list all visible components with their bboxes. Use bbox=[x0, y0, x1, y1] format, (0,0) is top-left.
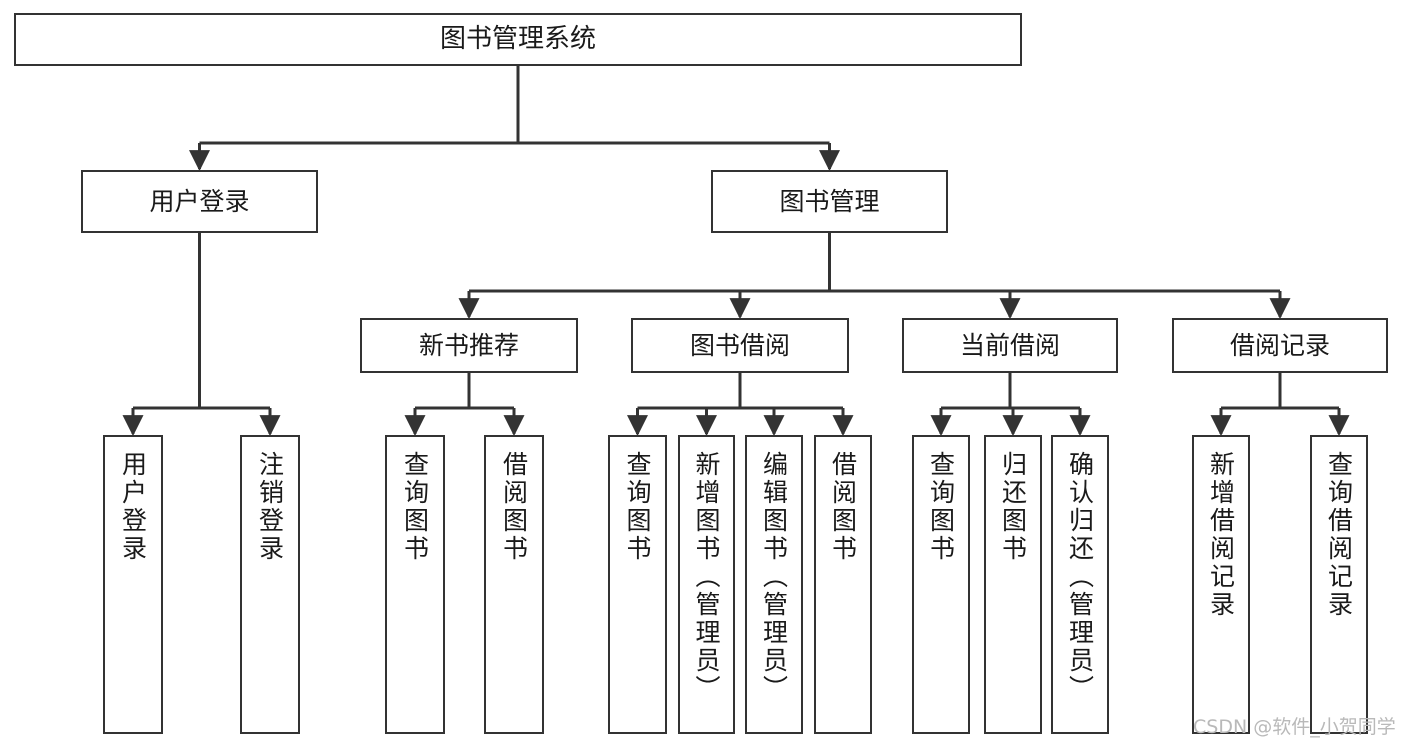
node-leaf-borrow-book-rec[interactable]: 借阅图书 bbox=[484, 435, 544, 734]
node-label: 编辑图书（管理员） bbox=[759, 451, 789, 703]
node-user-login[interactable]: 用户登录 bbox=[81, 170, 318, 233]
node-book-borrow[interactable]: 图书借阅 bbox=[631, 318, 849, 373]
node-label: 图书管理 bbox=[779, 186, 880, 216]
node-label: 新增借阅记录 bbox=[1206, 451, 1236, 619]
node-leaf-confirm-return-admin[interactable]: 确认归还（管理员） bbox=[1051, 435, 1109, 734]
node-label: 用户登录 bbox=[149, 186, 250, 216]
node-leaf-logout-login[interactable]: 注销登录 bbox=[240, 435, 300, 734]
node-leaf-query-book-cur[interactable]: 查询图书 bbox=[912, 435, 970, 734]
node-current-borrow[interactable]: 当前借阅 bbox=[902, 318, 1118, 373]
node-label: 查询图书 bbox=[926, 451, 956, 563]
node-root[interactable]: 图书管理系统 bbox=[14, 13, 1022, 66]
node-label: 图书借阅 bbox=[689, 330, 790, 360]
node-label: 查询图书 bbox=[400, 451, 430, 563]
node-label: 注销登录 bbox=[255, 451, 285, 563]
node-label: 图书管理系统 bbox=[439, 24, 596, 55]
node-leaf-add-borrow-record[interactable]: 新增借阅记录 bbox=[1192, 435, 1250, 734]
watermark-text: CSDN @软件_小贺同学 bbox=[1193, 716, 1396, 738]
node-leaf-query-book-borrow[interactable]: 查询图书 bbox=[608, 435, 667, 734]
node-label: 查询借阅记录 bbox=[1324, 451, 1354, 619]
node-leaf-return-book[interactable]: 归还图书 bbox=[984, 435, 1042, 734]
node-label: 确认归还（管理员） bbox=[1065, 451, 1095, 703]
node-label: 借阅记录 bbox=[1229, 330, 1330, 360]
node-borrow-record[interactable]: 借阅记录 bbox=[1172, 318, 1388, 373]
node-new-book-rec[interactable]: 新书推荐 bbox=[360, 318, 578, 373]
node-book-manage[interactable]: 图书管理 bbox=[711, 170, 948, 233]
node-label: 用户登录 bbox=[118, 451, 148, 563]
node-label: 借阅图书 bbox=[499, 451, 529, 563]
node-label: 当前借阅 bbox=[959, 330, 1060, 360]
node-label: 归还图书 bbox=[998, 451, 1028, 563]
node-label: 借阅图书 bbox=[828, 451, 858, 563]
node-label: 新书推荐 bbox=[418, 330, 519, 360]
node-leaf-query-borrow-record[interactable]: 查询借阅记录 bbox=[1310, 435, 1368, 734]
node-leaf-query-book-rec[interactable]: 查询图书 bbox=[385, 435, 445, 734]
node-label: 查询图书 bbox=[623, 451, 652, 563]
node-leaf-user-login[interactable]: 用户登录 bbox=[103, 435, 163, 734]
node-leaf-edit-book-admin[interactable]: 编辑图书（管理员） bbox=[745, 435, 803, 734]
node-label: 新增图书（管理员） bbox=[692, 451, 721, 703]
node-leaf-borrow-book[interactable]: 借阅图书 bbox=[814, 435, 872, 734]
node-leaf-add-book-admin[interactable]: 新增图书（管理员） bbox=[678, 435, 735, 734]
